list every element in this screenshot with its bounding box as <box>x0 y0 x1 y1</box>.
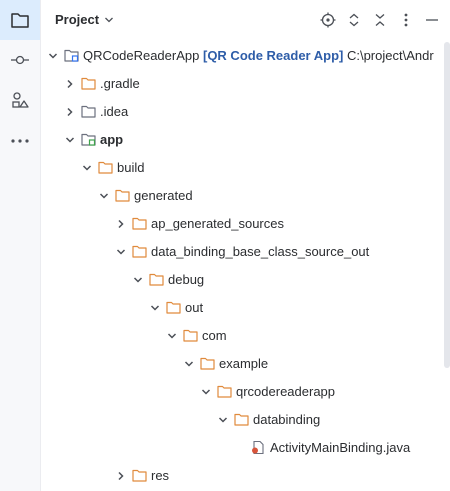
root-path: C:\project\Andr <box>346 48 434 63</box>
panel-title: Project <box>55 12 100 27</box>
tree-row[interactable]: QRCodeReaderApp [QR Code Reader App] C:\… <box>41 42 450 70</box>
tree-row-label: debug <box>168 272 205 287</box>
more-icon <box>404 13 408 27</box>
options-button[interactable] <box>398 12 414 28</box>
panel-header: Project <box>41 0 450 40</box>
project-panel: Project <box>41 0 450 491</box>
chevron-down-icon[interactable] <box>99 191 109 201</box>
project-tool-button[interactable] <box>4 4 36 36</box>
folder-icon <box>183 329 198 342</box>
folder-icon <box>149 273 164 286</box>
tree-row[interactable]: databinding <box>41 406 450 434</box>
more-tools-button[interactable] <box>4 125 36 157</box>
tree-row-label: build <box>117 160 145 175</box>
module-folder-icon <box>81 133 96 146</box>
folder-icon <box>166 301 181 314</box>
tree-row[interactable]: .idea <box>41 98 450 126</box>
vertical-scrollbar[interactable] <box>444 42 450 368</box>
tree-row[interactable]: data_binding_base_class_source_out <box>41 238 450 266</box>
expand-all-button[interactable] <box>346 12 362 28</box>
root-name: QRCodeReaderApp <box>83 48 200 63</box>
tree-row[interactable]: build <box>41 154 450 182</box>
commit-tool-button[interactable] <box>4 44 36 76</box>
chevron-right-icon[interactable] <box>116 471 126 481</box>
locate-icon <box>320 12 336 28</box>
more-tools-icon <box>11 139 29 143</box>
chevron-down-icon[interactable] <box>184 359 194 369</box>
chevron-down-icon[interactable] <box>116 247 126 257</box>
rail-active-highlight <box>0 0 40 40</box>
tree-row[interactable]: com <box>41 322 450 350</box>
tree-row[interactable]: res <box>41 462 450 490</box>
tree-row-label: qrcodereaderapp <box>236 384 336 399</box>
tree-row-label: databinding <box>253 412 321 427</box>
tree-row[interactable]: ActivityMainBinding.java <box>41 434 450 462</box>
folder-icon <box>132 217 147 230</box>
folder-icon <box>115 189 130 202</box>
chevron-down-icon <box>105 17 114 22</box>
tree-row[interactable]: ap_generated_sources <box>41 210 450 238</box>
tree-row[interactable]: qrcodereaderapp <box>41 378 450 406</box>
minimize-icon <box>426 19 438 21</box>
collapse-all-button[interactable] <box>372 12 388 28</box>
chevron-down-icon[interactable] <box>65 135 75 145</box>
chevron-down-icon[interactable] <box>201 387 211 397</box>
locate-button[interactable] <box>320 12 336 28</box>
tree-row[interactable]: out <box>41 294 450 322</box>
project-icon <box>11 13 29 28</box>
tree-row-label: app <box>100 132 124 147</box>
chevron-right-icon[interactable] <box>65 107 75 117</box>
folder-icon <box>132 245 147 258</box>
structure-tool-button[interactable] <box>4 84 36 116</box>
tree-row[interactable]: example <box>41 350 450 378</box>
java-file-icon <box>252 441 264 454</box>
tree-row-label: generated <box>134 188 193 203</box>
tree-row[interactable]: .gradle <box>41 70 450 98</box>
chevron-down-icon[interactable] <box>133 275 143 285</box>
collapse-all-icon <box>375 14 385 26</box>
folder-icon <box>98 161 113 174</box>
tree-row-label: com <box>202 328 227 343</box>
tree-row-label: ActivityMainBinding.java <box>270 440 411 455</box>
chevron-right-icon[interactable] <box>65 79 75 89</box>
tool-window-rail <box>0 0 41 491</box>
tree-row-label: .gradle <box>100 76 140 91</box>
root-module-name: [QR Code Reader App] <box>202 48 344 63</box>
chevron-down-icon[interactable] <box>150 303 160 313</box>
tree-row-label: example <box>219 356 269 371</box>
folder-icon <box>200 357 215 370</box>
tree-row-label: out <box>185 300 204 315</box>
tree-row-label: ap_generated_sources <box>151 216 284 231</box>
folder-icon <box>217 385 232 398</box>
tree-row[interactable]: debug <box>41 266 450 294</box>
root-label: QRCodeReaderApp [QR Code Reader App] C:\… <box>83 49 434 63</box>
expand-collapse-icon <box>349 13 359 27</box>
tree-row[interactable]: generated <box>41 182 450 210</box>
chevron-down-icon[interactable] <box>218 415 228 425</box>
folder-icon <box>81 77 96 90</box>
chevron-down-icon[interactable] <box>48 51 58 61</box>
chevron-right-icon[interactable] <box>116 219 126 229</box>
folder-icon <box>132 469 147 482</box>
chevron-down-icon[interactable] <box>82 163 92 173</box>
module-folder-icon <box>64 49 79 62</box>
tree-row[interactable]: app <box>41 126 450 154</box>
tree-row-label: data_binding_base_class_source_out <box>151 244 370 259</box>
folder-icon <box>234 413 249 426</box>
tree-row-label: .idea <box>100 104 129 119</box>
structure-icon <box>12 92 29 108</box>
commit-icon <box>11 55 29 65</box>
folder-icon <box>81 105 96 118</box>
tree-row-label: res <box>151 468 170 483</box>
view-selector[interactable]: Project <box>55 12 114 27</box>
hide-button[interactable] <box>424 12 440 28</box>
chevron-down-icon[interactable] <box>167 331 177 341</box>
